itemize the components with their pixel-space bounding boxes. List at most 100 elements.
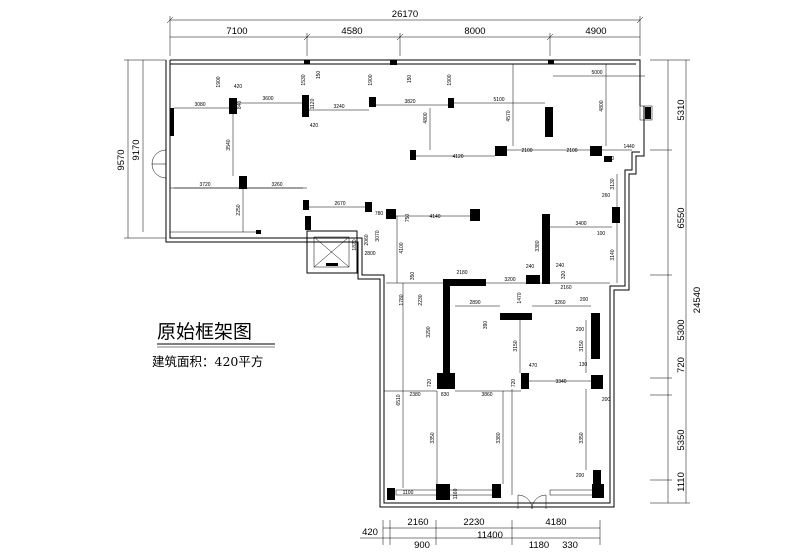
dim-bottom-6: 11400	[477, 530, 503, 541]
right-dimensions: 5310 6550 24540 5300 720 5350 1110	[650, 59, 703, 504]
left-dimensions: 9570 9170	[116, 59, 166, 239]
dim-label: 2230	[418, 294, 424, 305]
dim-bottom-2: 2160	[407, 517, 428, 528]
dim-bottom-7: 1180	[529, 540, 549, 551]
dim-right-6: 5350	[676, 429, 687, 450]
dim-right-2: 6550	[676, 207, 687, 228]
dim-label: 1100	[403, 490, 414, 496]
dim-label: 4800	[599, 100, 605, 111]
dim-label: 3350	[579, 432, 585, 443]
dim-label: 3380	[496, 432, 502, 443]
dim-label: 1900	[216, 76, 222, 87]
dim-label: 3290	[426, 326, 432, 337]
dim-label: 3260	[271, 182, 282, 188]
dim-label: 830	[441, 392, 450, 398]
dim-label: 1120	[310, 98, 316, 109]
dim-label: 3340	[555, 379, 566, 385]
dim-label: 2060	[364, 234, 370, 245]
dim-top-3: 8000	[464, 26, 485, 37]
dim-label: 3350	[430, 432, 436, 443]
dim-label: 4120	[452, 154, 463, 160]
dim-label: 470	[529, 363, 538, 369]
dim-top-total: 26170	[392, 9, 418, 20]
dim-label: 150	[407, 75, 413, 84]
dim-label: 3240	[333, 104, 344, 110]
dim-label: 320	[561, 271, 567, 280]
dim-label: 3080	[194, 102, 205, 108]
dim-right-4: 5300	[676, 319, 687, 340]
dim-label: 3150	[579, 340, 585, 351]
dim-label: 1470	[517, 292, 523, 303]
dim-label: 390	[483, 321, 489, 330]
dim-label: 2100	[521, 148, 532, 154]
bottom-dimensions: 420 2160 2230 4180 900 11400 1180 330	[360, 517, 601, 551]
dim-bottom-4: 4180	[545, 517, 566, 528]
dim-bottom-5: 900	[414, 540, 430, 551]
dim-label: 1900	[447, 74, 453, 85]
dim-label: 2250	[236, 204, 242, 215]
top-dimensions: 26170 7100 4580 8000 4900	[166, 9, 644, 56]
dim-label: 3200	[504, 277, 515, 283]
dim-bottom-1: 420	[362, 527, 378, 538]
dim-label: 3540	[226, 139, 232, 150]
dim-label: 2800	[364, 251, 375, 257]
dim-label: 750	[405, 214, 411, 223]
dim-label: 3860	[481, 392, 492, 398]
title-block: 原始框架图 建筑面积：420平方	[152, 321, 275, 369]
dim-label: 130	[579, 362, 588, 368]
dim-label: 3820	[404, 99, 415, 105]
dim-label: 780	[375, 211, 384, 217]
dim-label: 420	[234, 84, 243, 90]
dim-label: 3720	[199, 182, 210, 188]
dim-left-inner: 9170	[131, 139, 142, 160]
dim-label: 3260	[554, 300, 565, 306]
dim-label: 4570	[506, 110, 512, 121]
dim-label: 2890	[469, 300, 480, 306]
dim-label: 3140	[610, 249, 616, 260]
dim-label: 1160	[453, 488, 459, 499]
dim-right-3: 24540	[692, 287, 703, 313]
dim-label: 350	[410, 272, 416, 281]
dim-label: 1050	[307, 216, 313, 227]
dim-label: 3070	[375, 230, 381, 241]
dim-right-1: 5310	[676, 99, 687, 120]
inner-dimension-labels: 3080 3600 3240 3820 5100 5000 3720 3260 …	[194, 70, 634, 499]
interior-lines	[174, 64, 645, 495]
dim-label: 3400	[575, 221, 586, 227]
dim-label: 1440	[623, 144, 634, 150]
dim-label: 1530	[301, 74, 307, 85]
dim-left-outer: 9570	[116, 149, 127, 170]
dim-label: 720	[511, 379, 517, 388]
dim-label: 3380	[535, 240, 541, 251]
area-subtitle: 建筑面积：420平方	[152, 354, 263, 369]
dim-label: 200	[576, 327, 585, 333]
dim-label: 2100	[566, 148, 577, 154]
dim-bottom-3: 2230	[463, 517, 484, 528]
dim-label: 1780	[399, 294, 405, 305]
dim-label: 790	[606, 156, 615, 162]
dim-label: 4140	[429, 214, 440, 220]
dim-label: 3150	[513, 340, 519, 351]
page-title: 原始框架图	[157, 321, 252, 343]
dim-right-7: 1110	[676, 472, 687, 492]
dim-label: 420	[310, 123, 319, 129]
dim-label: 6510	[396, 394, 402, 405]
dim-label: 3600	[262, 96, 273, 102]
dim-label: 200	[580, 297, 589, 303]
dim-label: 100	[597, 231, 606, 237]
dim-label: 260	[602, 193, 611, 199]
dim-label: 1900	[368, 74, 374, 85]
dim-label: 2180	[456, 270, 467, 276]
elevator-shaft	[306, 230, 358, 274]
dim-label: 150	[316, 71, 322, 80]
dim-label: 5000	[591, 70, 602, 76]
dim-right-5: 720	[676, 357, 687, 373]
dim-label: 840	[237, 101, 243, 110]
dim-label: 4800	[423, 112, 429, 123]
dim-label: 3130	[610, 178, 616, 189]
dim-top-4: 4900	[585, 26, 606, 37]
dim-label: 240	[556, 263, 565, 269]
dim-label: 5100	[493, 97, 504, 103]
dim-bottom-8: 330	[562, 540, 578, 551]
